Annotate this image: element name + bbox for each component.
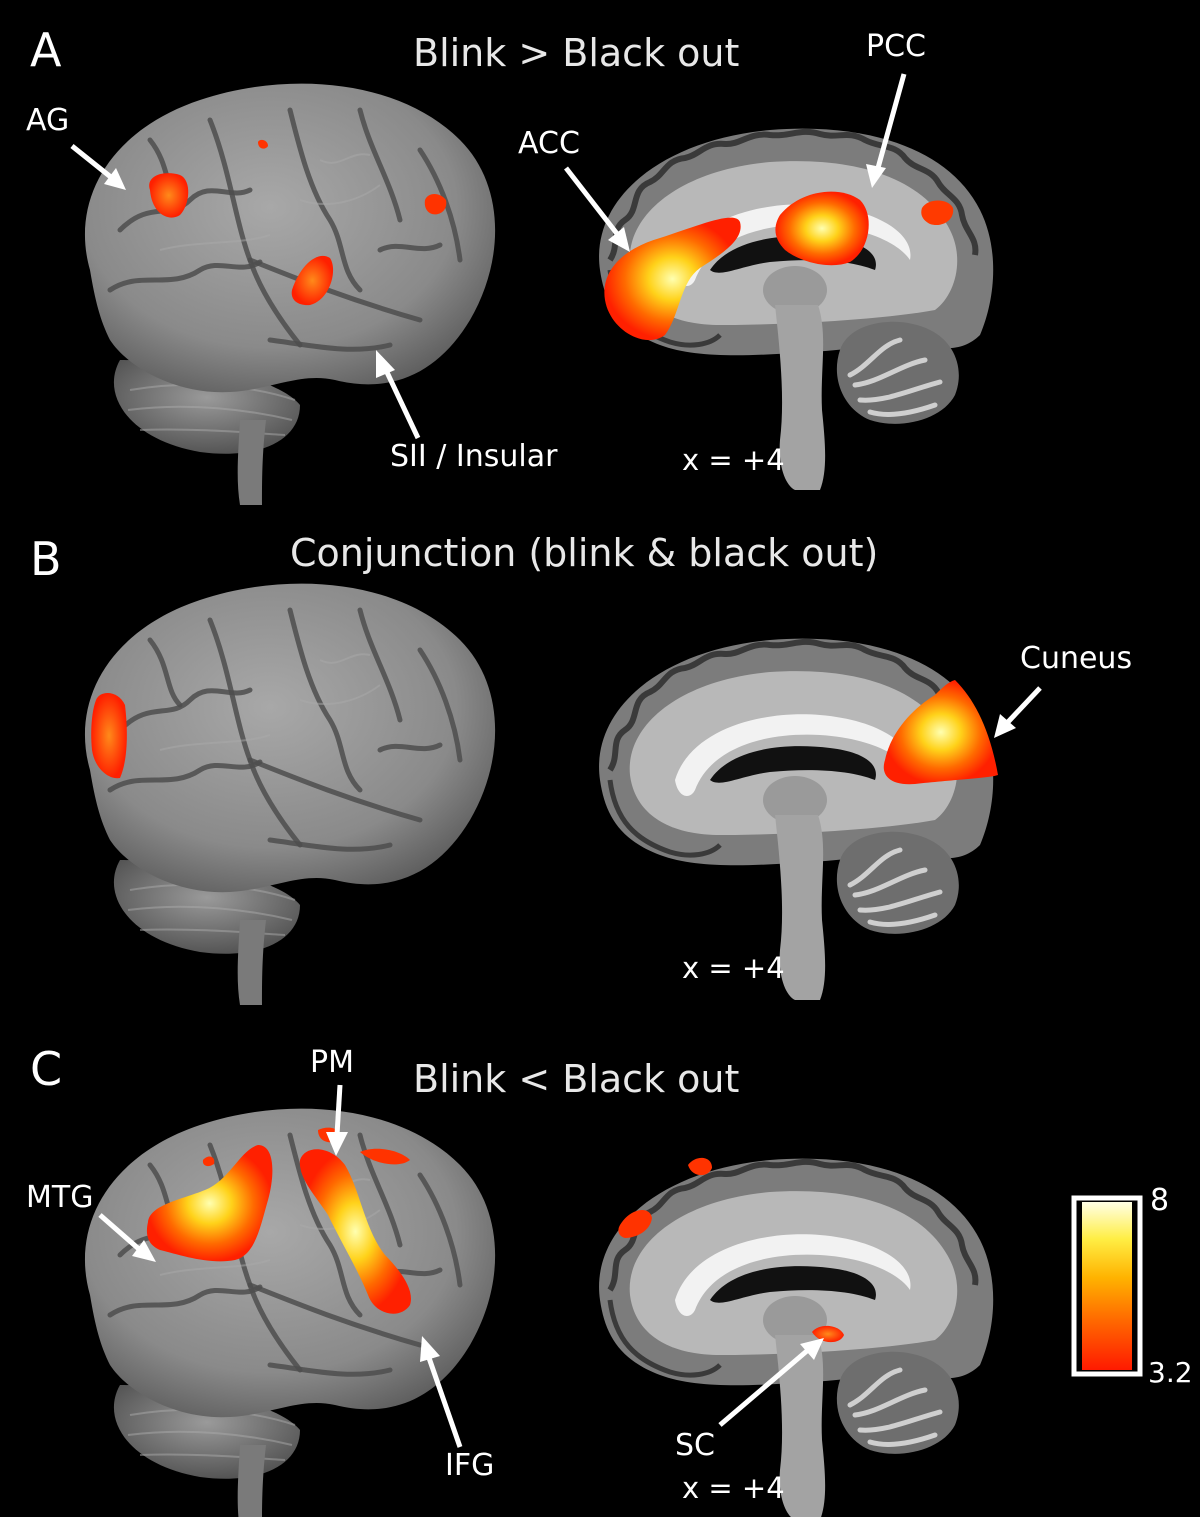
- activation-ag: [149, 173, 189, 218]
- activation-c-small: [202, 1156, 215, 1167]
- activation-pm: [299, 1149, 411, 1314]
- arrow-cuneus: [994, 686, 1042, 738]
- lateral-brain-a: [85, 84, 495, 505]
- activation-mtg: [146, 1145, 273, 1262]
- panel-a: A Blink > Black out AG SII / Insular: [26, 23, 993, 505]
- arrow-ag: [70, 144, 126, 190]
- lateral-brain-b: [85, 584, 495, 1005]
- label-sc: SC: [675, 1428, 715, 1463]
- medial-brain-a: [599, 129, 993, 490]
- colorbar-min-label: 3.2: [1148, 1356, 1193, 1389]
- label-mtg: MTG: [26, 1180, 93, 1215]
- panel-letter-a: A: [30, 23, 62, 77]
- panel-letter-b: B: [30, 532, 62, 586]
- arrow-sc: [718, 1338, 824, 1427]
- activation-pcc: [775, 191, 869, 266]
- label-pcc: PCC: [866, 29, 926, 64]
- activation-a-right: [424, 194, 447, 215]
- activation-acc: [604, 217, 741, 341]
- activation-medial-c1: [688, 1157, 712, 1176]
- coordinate-c: x = +4: [682, 1471, 785, 1505]
- colorbar-gradient: [1082, 1202, 1132, 1370]
- activation-sc: [812, 1325, 844, 1343]
- colorbar-max-label: 8: [1150, 1183, 1169, 1218]
- activation-pcc-posterior: [921, 200, 954, 226]
- panel-letter-c: C: [30, 1042, 62, 1096]
- panel-c-title: Blink < Black out: [413, 1057, 739, 1101]
- label-cuneus: Cuneus: [1020, 641, 1132, 676]
- arrow-mtg: [98, 1213, 156, 1262]
- arrow-acc: [564, 166, 630, 252]
- activation-a-top: [258, 139, 268, 149]
- panel-a-title: Blink > Black out: [413, 31, 739, 75]
- colorbar: 8 3.2: [1071, 1183, 1193, 1389]
- label-pm: PM: [310, 1045, 354, 1080]
- panel-c: C Blink < Black out PM MTG IFG: [26, 1042, 993, 1517]
- coordinate-b: x = +4: [682, 951, 785, 985]
- panel-b: B Conjunction (blink & black out) Cuneus…: [30, 531, 1132, 1005]
- medial-brain-b: [599, 639, 998, 1000]
- activation-cuneus: [883, 680, 998, 785]
- coordinate-a: x = +4: [682, 443, 785, 477]
- lateral-brain-c: [85, 1109, 495, 1517]
- arrow-pcc: [866, 73, 907, 188]
- label-acc: ACC: [518, 126, 580, 161]
- medial-brain-c: [599, 1158, 993, 1517]
- activation-c-top2: [360, 1148, 410, 1165]
- activation-sii: [291, 255, 334, 306]
- activation-occipital-b: [91, 693, 127, 779]
- label-ag: AG: [26, 103, 69, 138]
- arrow-pm: [326, 1084, 348, 1156]
- arrow-ifg: [420, 1336, 463, 1448]
- activation-medial-c2: [618, 1209, 652, 1238]
- arrow-sii: [376, 350, 421, 440]
- label-ifg: IFG: [445, 1448, 494, 1483]
- panel-b-title: Conjunction (blink & black out): [290, 531, 878, 575]
- label-sii-insular: SII / Insular: [390, 439, 558, 474]
